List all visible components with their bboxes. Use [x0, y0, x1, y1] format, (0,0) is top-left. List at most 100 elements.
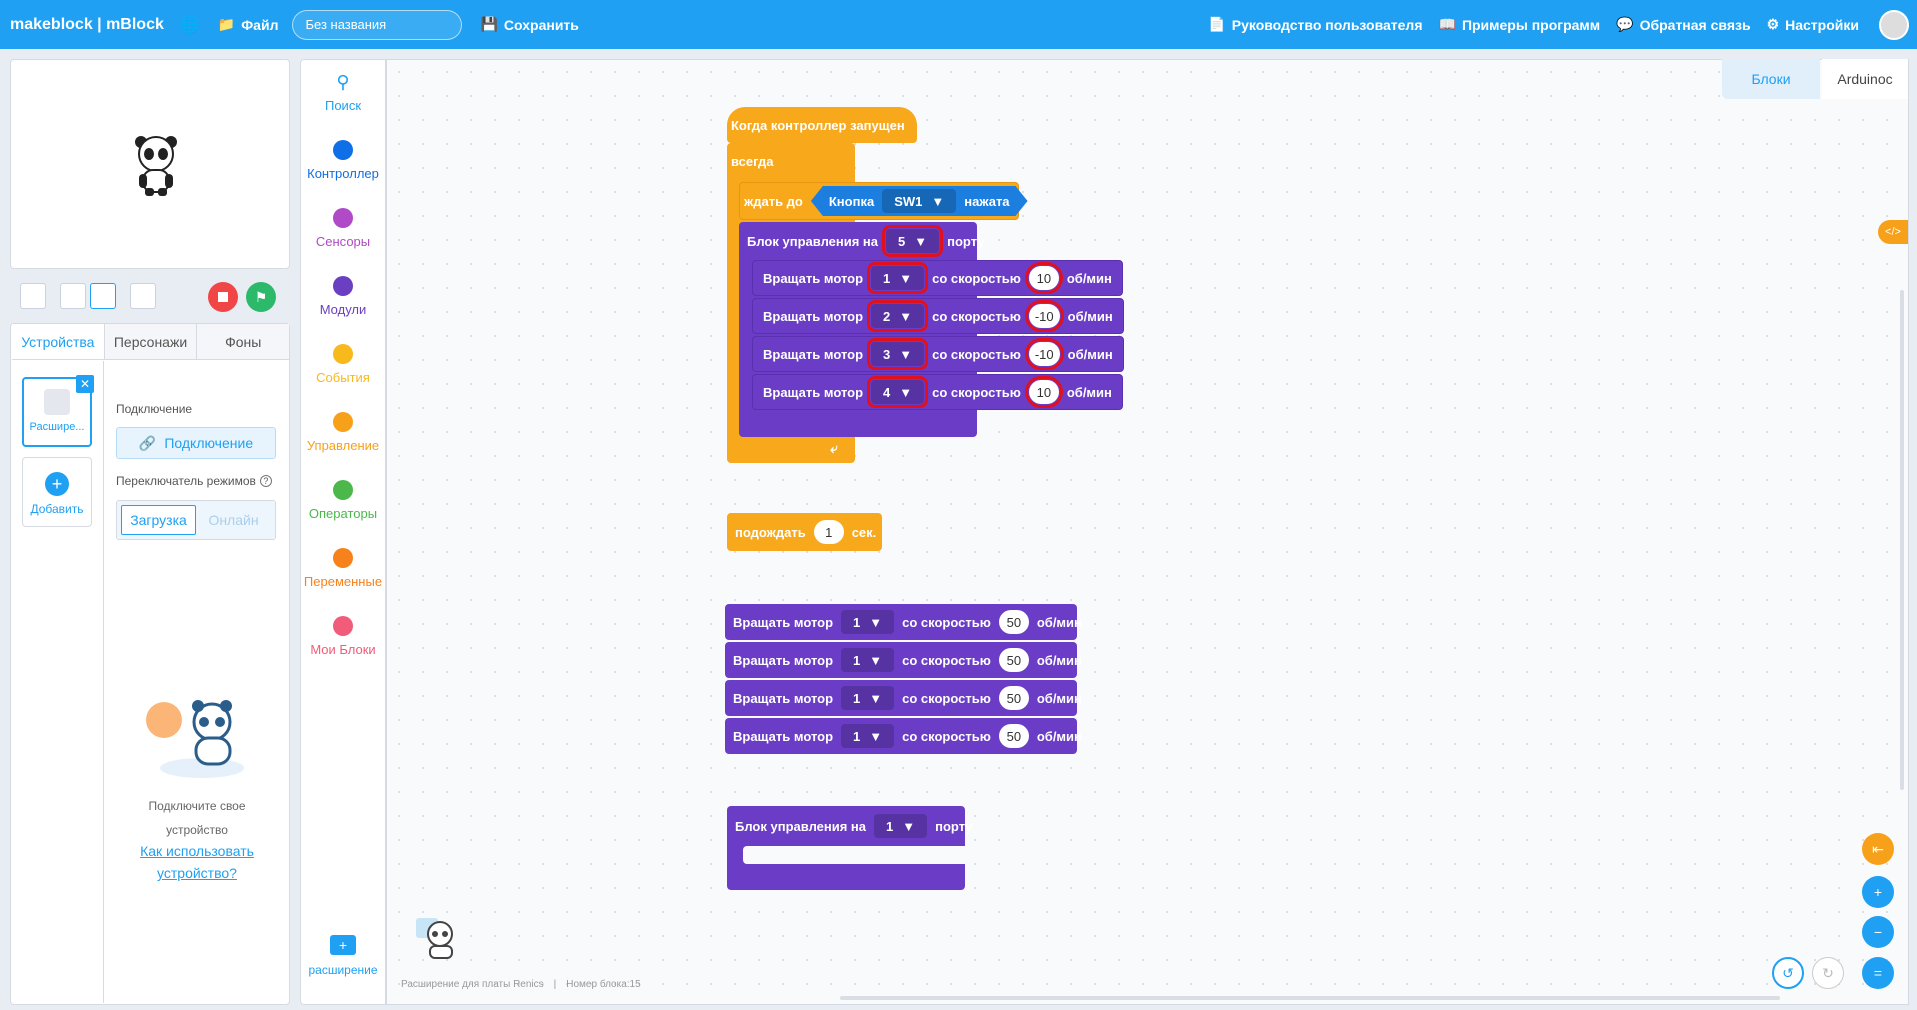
wait-seconds-block[interactable]: подождать 1 сек.	[727, 513, 882, 551]
chevron-down-icon: ▼	[869, 652, 883, 668]
loose-motor-block-2[interactable]: Вращать мотор 1▼ со скоростью 50 об/мин	[725, 642, 1082, 678]
motor-dropdown[interactable]: 1▼	[867, 262, 929, 294]
file-menu[interactable]: 📁 Файл	[218, 16, 279, 33]
how-to-use-line2: устройство?	[157, 865, 237, 881]
user-avatar[interactable]	[1879, 10, 1909, 40]
motor-dropdown[interactable]: 1▼	[841, 610, 895, 634]
speed-input[interactable]: 10	[1024, 376, 1063, 408]
category-operators[interactable]: Операторы	[300, 480, 386, 521]
chevron-down-icon: ▼	[869, 614, 883, 630]
device-card[interactable]: ✕ Расшире...	[22, 375, 94, 447]
speed-input[interactable]: -10	[1024, 300, 1064, 332]
when-started-block[interactable]: Когда контроллер запущен	[727, 107, 917, 143]
normal-stage-button[interactable]	[90, 283, 116, 309]
remove-device-icon[interactable]: ✕	[76, 375, 94, 393]
vertical-scrollbar[interactable]	[1900, 290, 1904, 790]
motor-dropdown[interactable]: 1▼	[841, 724, 895, 748]
how-to-use-link[interactable]: Как использовать устройство?	[104, 840, 290, 884]
extension-label: расширение	[308, 963, 378, 977]
add-device-button[interactable]: + Добавить	[22, 457, 92, 527]
driver-header: Блок управления на 5▼ порту	[739, 224, 989, 258]
driver-2-port-dropdown[interactable]: 1▼	[874, 814, 928, 838]
mode-live-button[interactable]: Онлайн	[208, 512, 259, 528]
events-dot-icon	[333, 344, 353, 364]
category-search[interactable]: ⚲Поиск	[300, 72, 386, 113]
motor-block-2[interactable]: Вращать мотор 2▼ со скоростью -10 об/мин	[752, 298, 1124, 334]
speed-input[interactable]: 50	[998, 648, 1029, 672]
document-icon: 📄	[1208, 16, 1226, 32]
motor-dropdown[interactable]: 4▼	[867, 376, 929, 408]
motor-dropdown[interactable]: 3▼	[867, 338, 929, 370]
device-label: Расшире...	[29, 421, 85, 433]
extension-button[interactable]: + расширение	[300, 935, 386, 977]
feedback-link[interactable]: 💬Обратная связь	[1616, 16, 1750, 33]
tab-backgrounds[interactable]: Фоны	[197, 324, 290, 359]
my-blocks-dot-icon	[333, 616, 353, 636]
save-button[interactable]: 💾 Сохранить	[480, 16, 578, 33]
examples-link[interactable]: 📖Примеры программ	[1439, 16, 1601, 33]
zoom-in-button[interactable]: +	[1862, 876, 1894, 908]
tab-code-view[interactable]: Arduinoc	[1822, 59, 1908, 99]
motor-dropdown[interactable]: 1▼	[841, 686, 895, 710]
motor-block-3[interactable]: Вращать мотор 3▼ со скоростью -10 об/мин	[752, 336, 1124, 372]
category-sensors[interactable]: Сенсоры	[300, 208, 386, 249]
wait-unit-label: сек.	[851, 524, 877, 540]
grid-view-button[interactable]	[130, 283, 156, 309]
tab-sprites[interactable]: Персонажи	[104, 324, 198, 359]
category-controller[interactable]: Контроллер	[300, 140, 386, 181]
chevron-down-icon: ▼	[899, 308, 913, 324]
button-pressed-condition[interactable]: Кнопка SW1▼ нажата	[811, 186, 1028, 216]
undo-button[interactable]: ↺	[1772, 957, 1804, 989]
connect-button[interactable]: 🔗 Подключение	[116, 427, 276, 459]
motor-dropdown[interactable]: 1▼	[841, 648, 895, 672]
button-select-dropdown[interactable]: SW1▼	[882, 189, 956, 213]
help-icon[interactable]: ?	[259, 475, 272, 487]
green-flag-button[interactable]: ⚑	[246, 282, 276, 312]
category-modules[interactable]: Модули	[300, 276, 386, 317]
mode-upload-button[interactable]: Загрузка	[121, 505, 197, 535]
project-name-input[interactable]	[292, 9, 463, 40]
stop-button[interactable]	[208, 282, 238, 312]
speed-input[interactable]: -10	[1024, 338, 1064, 370]
speed-input[interactable]: 50	[998, 686, 1029, 710]
loose-motor-block-3[interactable]: Вращать мотор 1▼ со скоростью 50 об/мин	[725, 680, 1082, 716]
code-toggle-button[interactable]: </>	[1878, 220, 1908, 244]
sprite-tabs: Устройства Персонажи Фоны	[12, 324, 290, 360]
category-my-blocks[interactable]: Мои Блоки	[300, 616, 386, 657]
wait-until-block[interactable]: ждать до Кнопка SW1▼ нажата	[739, 182, 1019, 220]
script-workspace[interactable]	[386, 59, 1909, 1005]
small-stage-button[interactable]	[60, 283, 86, 309]
user-guide-link[interactable]: 📄Руководство пользователя	[1208, 16, 1422, 33]
language-icon[interactable]: 🌐	[179, 16, 200, 34]
board-info: Расширение для платы Renics	[401, 979, 544, 990]
undo-icon: ↺	[1782, 964, 1794, 981]
speed-input[interactable]: 50	[998, 724, 1029, 748]
redo-button[interactable]: ↻	[1812, 957, 1844, 989]
unit-label: об/мин	[1066, 270, 1112, 286]
motor-dropdown[interactable]: 2▼	[867, 300, 929, 332]
motor-block-1[interactable]: Вращать мотор 1▼ со скоростью 10 об/мин	[752, 260, 1123, 296]
category-modules-label: Модули	[319, 302, 367, 317]
tab-blocks-view[interactable]: Блоки	[1722, 59, 1820, 99]
speed-input[interactable]: 10	[1024, 262, 1063, 294]
settings-menu[interactable]: ⚙Настройки	[1767, 16, 1859, 33]
collapse-panel-button[interactable]: ⇤	[1862, 833, 1894, 865]
panda-sprite[interactable]	[131, 134, 181, 198]
driver-port-dropdown[interactable]: 5▼	[882, 225, 944, 257]
category-variables[interactable]: Переменные	[300, 548, 386, 589]
category-control[interactable]: Управление	[300, 412, 386, 453]
stage	[10, 59, 290, 269]
loose-motor-block-1[interactable]: Вращать мотор 1▼ со скоростью 50 об/мин	[725, 604, 1082, 640]
zoom-out-button[interactable]: −	[1862, 916, 1894, 948]
motor-block-4[interactable]: Вращать мотор 4▼ со скоростью 10 об/мин	[752, 374, 1123, 410]
loose-motor-block-4[interactable]: Вращать мотор 1▼ со скоростью 50 об/мин	[725, 718, 1082, 754]
driver-2-suffix: порту	[935, 818, 973, 834]
wait-seconds-input[interactable]: 1	[813, 520, 844, 544]
horizontal-scrollbar[interactable]	[840, 996, 1780, 1000]
tab-devices[interactable]: Устройства	[12, 324, 105, 359]
category-events[interactable]: События	[300, 344, 386, 385]
fullscreen-button[interactable]	[20, 283, 46, 309]
pressed-label: нажата	[964, 193, 1010, 209]
reset-zoom-button[interactable]: =	[1862, 957, 1894, 989]
speed-input[interactable]: 50	[998, 610, 1029, 634]
